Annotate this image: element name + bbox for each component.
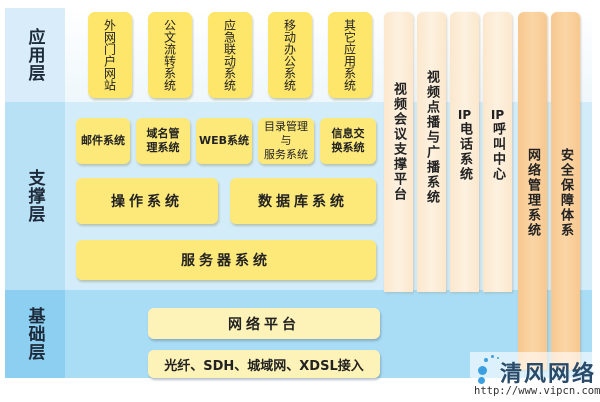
column-ip-phone-label: 电话系统 (457, 122, 472, 182)
support-item-directory: 目录管理 与 服务系统 (258, 118, 314, 164)
foundation-network-platform: 网络平台 (148, 308, 380, 339)
foundation-access: 光纤、SDH、城域网、XDSL接入 (148, 350, 380, 378)
support-item-os: 操作系统 (76, 178, 218, 224)
column-ip-call-center-prefix: IP (490, 108, 505, 122)
watermark-dot-icon (478, 377, 485, 384)
watermark-dot-icon (478, 366, 487, 375)
column-ip-phone: IP 电话系统 (450, 12, 479, 292)
support-item-dns: 域名管 理系统 (136, 118, 190, 164)
app-item-document-flow: 公文流转系统 (148, 12, 192, 98)
app-item-portal: 外网门户网站 (88, 12, 132, 98)
app-item-other: 其它应用系统 (328, 12, 372, 98)
column-vod-broadcast: 视频点播与广播系统 (417, 12, 446, 292)
watermark-url: http://www.vipcn.com (474, 385, 600, 397)
column-network-management-label: 网络管理系统 (525, 148, 540, 238)
layer-label-foundation: 基础层 (5, 290, 65, 378)
column-security: 安全保障体系 (551, 12, 580, 370)
support-item-web: WEB系统 (196, 118, 252, 164)
support-item-mail: 邮件系统 (76, 118, 130, 164)
support-item-server: 服务器系统 (76, 240, 376, 280)
column-ip-call-center: IP 呼叫中心 (483, 12, 512, 292)
column-vod-broadcast-label: 视频点播与广播系统 (424, 70, 439, 205)
app-item-emergency: 应急联动系统 (208, 12, 252, 98)
column-network-management: 网络管理系统 (518, 12, 547, 370)
support-item-exchange: 信息交 换系统 (320, 118, 376, 164)
watermark-dot-icon (497, 357, 499, 359)
watermark-title: 清风网络 (500, 362, 597, 387)
column-video-conference-label: 视频会议支撑平台 (391, 82, 406, 202)
layer-label-application: 应用层 (5, 8, 65, 102)
watermark-dot-icon (484, 358, 488, 362)
column-video-conference: 视频会议支撑平台 (384, 12, 413, 292)
column-security-label: 安全保障体系 (558, 148, 573, 238)
layer-label-support: 支撑层 (5, 102, 65, 290)
watermark-dot-icon (491, 355, 494, 358)
support-item-database: 数据库系统 (230, 178, 376, 224)
app-item-mobile-office: 移动办公系统 (268, 12, 312, 98)
column-ip-call-center-label: 呼叫中心 (490, 122, 505, 182)
column-ip-phone-prefix: IP (457, 108, 472, 122)
watermark: 清风网络 http://www.vipcn.com (470, 352, 600, 402)
